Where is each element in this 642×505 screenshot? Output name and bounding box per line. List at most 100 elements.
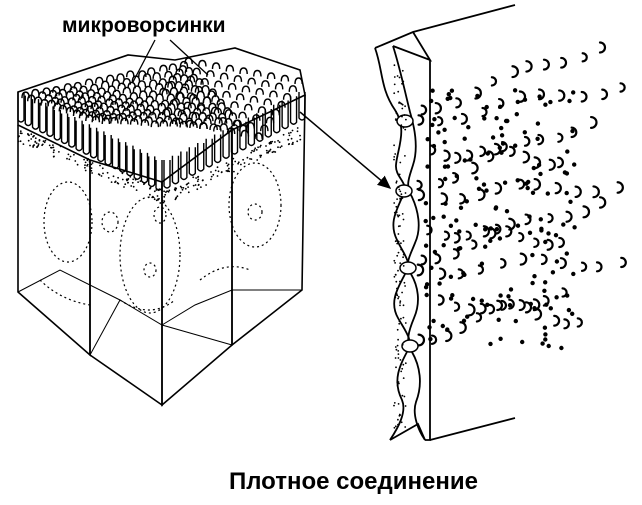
stipple-dot [402, 265, 405, 267]
microvillus [77, 96, 87, 104]
strand-particle [500, 299, 508, 311]
stipple-dot [255, 149, 258, 151]
microvillus [60, 96, 69, 103]
stipple-dot [299, 134, 301, 137]
stipple-dot [402, 127, 405, 129]
strand-particle [533, 237, 540, 249]
stipple-dot [397, 186, 400, 189]
stipple-dot [570, 128, 575, 134]
microvillus [125, 70, 135, 78]
stipple-dot [259, 154, 261, 157]
stipple-dot [220, 171, 223, 173]
microvillus [118, 142, 127, 173]
strand-particle [505, 225, 513, 238]
microvillus [175, 91, 184, 98]
stipple-dot [274, 151, 277, 153]
stipple-dot [441, 214, 446, 219]
stipple-dot [253, 150, 255, 153]
microvillus [235, 93, 245, 101]
microvillus [172, 73, 182, 80]
microvillus [97, 131, 105, 163]
microvillus [171, 97, 181, 105]
microvillus [289, 96, 298, 125]
stipple-dot [430, 122, 435, 128]
stipple-dot [485, 302, 490, 307]
stipple-dot [531, 165, 537, 171]
stipple-dot [29, 144, 31, 147]
strand-particle [598, 41, 607, 54]
stipple-dot [101, 167, 104, 170]
stipple-dot [532, 274, 537, 279]
stipple-dot [37, 143, 40, 146]
stipple-dot [153, 198, 156, 201]
stipple-dot [257, 146, 259, 149]
stipple-dot [393, 64, 396, 67]
strand-particle [434, 101, 442, 115]
stipple-dot [288, 132, 290, 135]
stipple-dot [401, 82, 403, 85]
membrane-back-right [425, 60, 431, 441]
microvillus [184, 79, 194, 87]
stipple-dot [402, 80, 405, 83]
microvillus [78, 111, 88, 119]
strand-particle [592, 185, 600, 199]
microvillus [108, 94, 118, 102]
stipple-dot [243, 162, 246, 164]
microvillus [109, 100, 119, 108]
microvillus [230, 126, 239, 155]
organelle-2 [153, 206, 167, 224]
stipple-dot [74, 160, 77, 162]
stipple-dot [99, 164, 101, 167]
junction-point-3 [399, 261, 417, 275]
microvillus [148, 156, 156, 188]
microvillus [169, 87, 179, 94]
membrane-bottom-rim [389, 417, 516, 441]
microvillus [190, 85, 200, 92]
microvillus [263, 98, 273, 106]
stipple-dot [117, 176, 119, 179]
strand-particle [417, 333, 426, 347]
microvillus [260, 124, 269, 132]
microvillus [171, 117, 181, 125]
stipple-dot [397, 418, 399, 421]
microvillus [38, 91, 47, 98]
strand-particle [479, 145, 487, 158]
stipple-dot [274, 141, 276, 143]
microvillus [92, 91, 102, 99]
microvillus [167, 80, 176, 88]
strand-particle [533, 156, 542, 170]
stipple-dot [27, 139, 30, 142]
microvillus [254, 132, 263, 140]
stipple-dot [400, 124, 403, 127]
microvillus [120, 117, 129, 125]
stipple-dot [38, 139, 41, 141]
microvillus [58, 104, 68, 112]
stipple-dot [132, 185, 135, 188]
microvillus [183, 101, 192, 109]
stipple-dot [37, 144, 40, 147]
stipple-dot [127, 178, 130, 180]
stipple-dot [32, 146, 34, 148]
stipple-dot [69, 155, 72, 158]
strand-particle [580, 261, 588, 272]
microvillus [67, 97, 77, 105]
stipple-dot [254, 147, 257, 150]
stipple-dot [402, 256, 404, 259]
stipple-dot [259, 146, 261, 148]
microvillus [111, 108, 121, 116]
stipple-dot [36, 146, 38, 149]
strand-particle [537, 88, 545, 101]
stipple-dot [538, 217, 544, 222]
stipple-dot [287, 138, 290, 141]
stipple-dot [512, 88, 518, 93]
stipple-dot [277, 139, 279, 142]
stipple-dot [149, 187, 151, 190]
stipple-dot [42, 140, 45, 143]
microvillus [129, 92, 139, 99]
stipple-dot [513, 143, 518, 148]
stipple-dot [431, 215, 436, 221]
stipple-dot [259, 156, 262, 158]
stipple-dot [564, 251, 570, 256]
stipple-dot [446, 91, 451, 97]
stipple-dot [497, 145, 502, 150]
